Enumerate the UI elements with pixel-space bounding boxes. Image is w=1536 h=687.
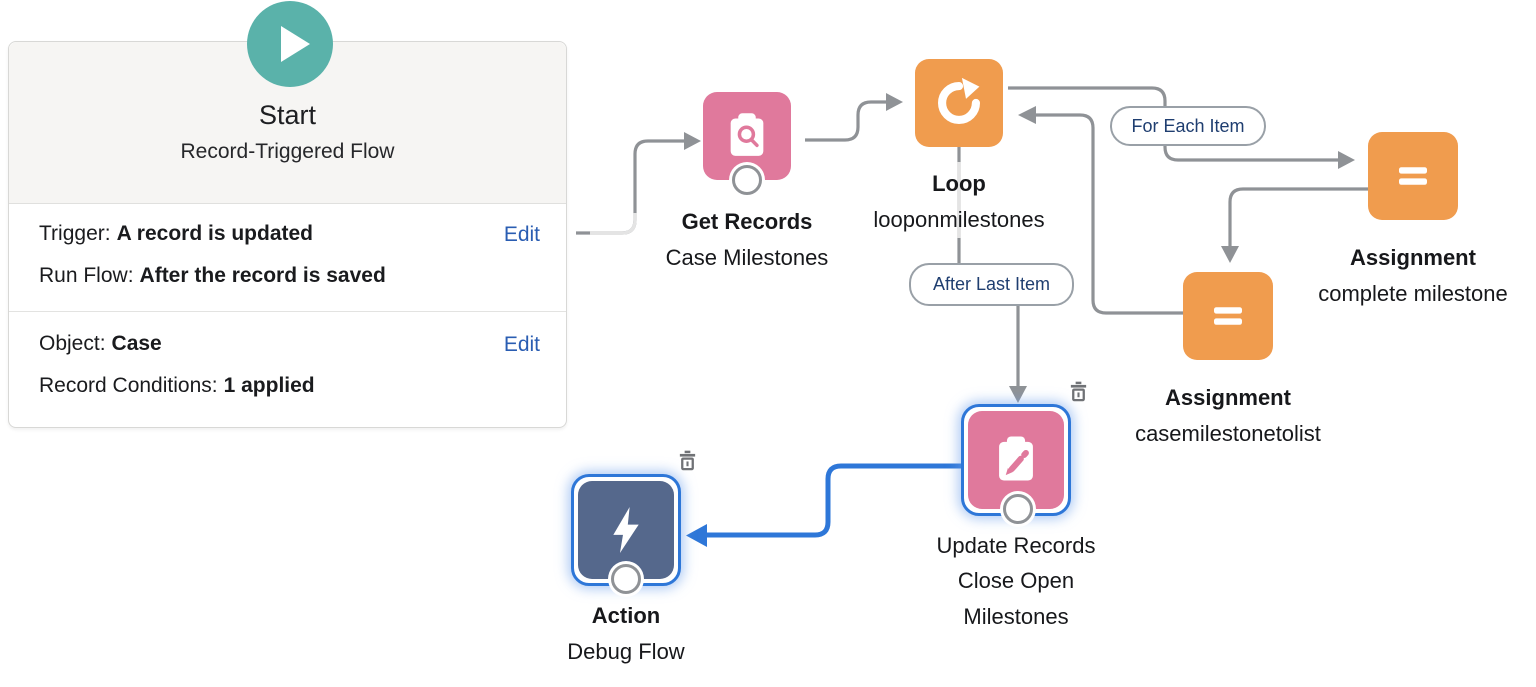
trash-icon — [679, 450, 696, 471]
get-records-label: Get Records Case Milestones — [665, 209, 829, 270]
assignment-casemilestonetolist-node[interactable] — [1183, 272, 1273, 360]
connector-assignment-back-to-loop[interactable] — [1018, 106, 1183, 315]
object-value: Case — [111, 332, 162, 355]
arrowhead-right-icon — [684, 132, 701, 150]
action-node[interactable] — [571, 474, 681, 586]
arrowhead-left-icon — [1018, 106, 1036, 124]
object-row: Object:Case — [39, 332, 162, 356]
arrowhead-down-icon — [1009, 386, 1027, 403]
start-play-button[interactable] — [247, 1, 333, 87]
after-last-item-pill[interactable]: After Last Item — [909, 263, 1074, 306]
assignment-casemilestonetolist-label: Assignment casemilestonetolist — [1135, 385, 1321, 446]
connector-start-to-get-records[interactable] — [576, 132, 701, 235]
clipboard-search-icon — [730, 113, 764, 156]
delete-update-records-button[interactable] — [1068, 380, 1089, 408]
equals-icon — [1214, 307, 1242, 325]
get-records-connector-stub[interactable] — [732, 165, 762, 195]
action-label: Action Debug Flow — [567, 603, 685, 664]
connector-get-records-to-loop[interactable] — [805, 93, 903, 142]
connector-update-records-to-action-selected[interactable] — [686, 463, 961, 547]
delete-action-button[interactable] — [677, 449, 698, 477]
action-connector-stub[interactable] — [611, 564, 641, 594]
start-node-card[interactable]: Start Record-Triggered Flow Trigger:A re… — [8, 41, 567, 428]
edit-object-button[interactable]: Edit — [503, 333, 540, 356]
run-flow-value: After the record is saved — [139, 264, 386, 287]
clipboard-pencil-icon — [999, 436, 1033, 481]
record-conditions-row: Record Conditions:1 applied — [39, 374, 315, 398]
loop-node[interactable] — [915, 59, 1003, 147]
arrowhead-down-icon — [1221, 246, 1239, 263]
record-conditions-label: Record Conditions: — [39, 374, 218, 397]
update-records-subtitle: Close Open Milestones — [957, 568, 1075, 629]
edit-trigger-button[interactable]: Edit — [503, 223, 540, 246]
loop-label: Loop looponmilestones — [873, 171, 1045, 232]
start-title: Start — [258, 100, 317, 130]
for-each-item-pill[interactable]: For Each Item — [1110, 106, 1266, 146]
play-icon — [281, 26, 310, 62]
loop-icon — [938, 77, 980, 124]
update-records-connector-stub[interactable] — [1003, 494, 1033, 524]
update-records-title: Update Records — [936, 533, 1096, 558]
run-flow-row: Run Flow:After the record is saved — [39, 264, 386, 288]
arrowhead-right-icon — [886, 93, 903, 111]
lightning-bolt-icon — [613, 507, 639, 553]
run-flow-label: Run Flow: — [39, 264, 134, 287]
update-records-node[interactable] — [961, 404, 1071, 516]
trigger-row: Trigger:A record is updated — [39, 222, 313, 246]
trigger-label: Trigger: — [39, 222, 111, 245]
connector-after-last-to-update-records[interactable] — [1009, 303, 1027, 403]
start-subtitle: Record-Triggered Flow — [180, 140, 395, 163]
equals-icon — [1399, 167, 1427, 185]
object-label: Object: — [39, 332, 106, 355]
arrowhead-left-icon — [686, 524, 707, 547]
assignment-complete-milestone-label: Assignment complete milestone — [1318, 245, 1508, 306]
connector-faded-segment — [590, 213, 637, 235]
connector-assignment-to-assignment[interactable] — [1221, 187, 1368, 263]
card-divider — [9, 311, 566, 312]
assignment-complete-milestone-node[interactable] — [1368, 132, 1458, 220]
trigger-value: A record is updated — [116, 222, 314, 245]
trash-icon — [1070, 381, 1087, 402]
record-conditions-value: 1 applied — [223, 374, 315, 397]
arrowhead-right-icon — [1338, 151, 1355, 169]
